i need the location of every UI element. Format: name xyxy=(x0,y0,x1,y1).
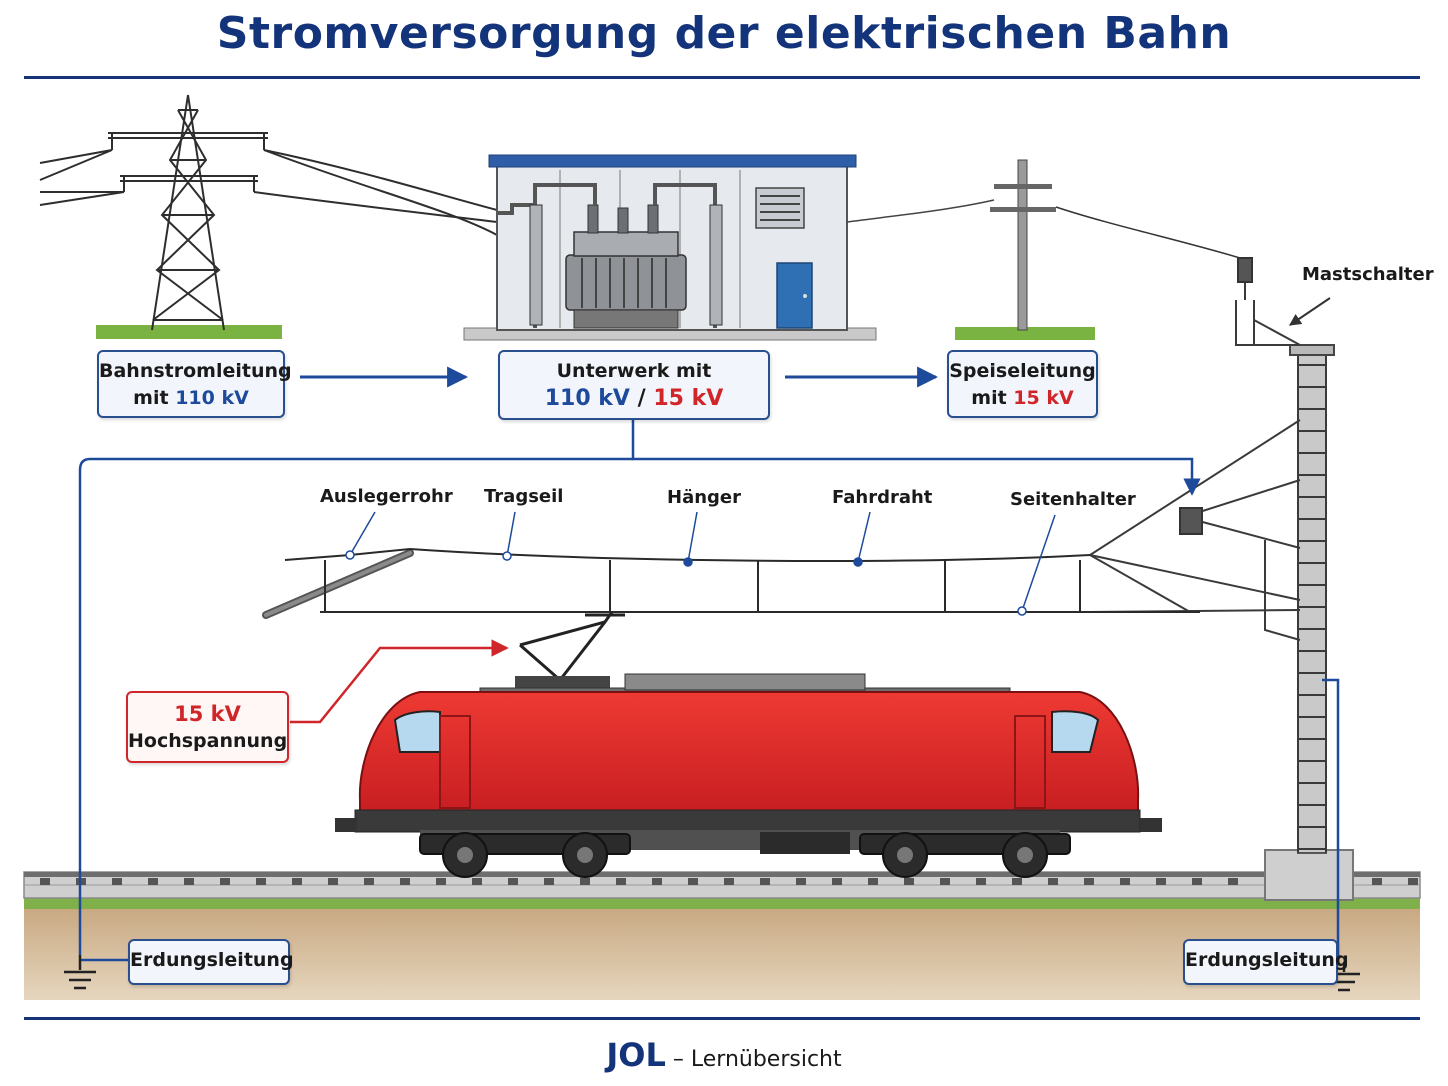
bahnstromleitung-box: Bahnstromleitung mit 110 kV xyxy=(97,350,292,418)
bahnstromleitung-title: Bahnstromleitung xyxy=(99,360,292,382)
track-sleeper xyxy=(1120,878,1130,885)
bahnstromleitung-prefix: mit xyxy=(133,387,176,409)
track-sleeper xyxy=(256,878,266,885)
overhead-line xyxy=(262,548,1200,619)
track-sleeper xyxy=(400,878,410,885)
track-sleeper xyxy=(1048,878,1058,885)
speiseleitung-voltage: mit 15 kV xyxy=(949,385,1096,412)
track-sleeper xyxy=(292,878,302,885)
track-sleeper xyxy=(976,878,986,885)
track-sleeper xyxy=(112,878,122,885)
label-tragseil: Tragseil xyxy=(484,486,564,507)
track-sleeper xyxy=(40,878,50,885)
footer-divider xyxy=(24,1017,1420,1020)
footer: JOL – Lernübersicht xyxy=(0,1036,1448,1074)
track-sleeper xyxy=(1084,878,1094,885)
track-sleeper xyxy=(472,878,482,885)
hochspannung-box: 15 kV Hochspannung xyxy=(126,691,289,763)
track-sleeper xyxy=(184,878,194,885)
unterwerk-value-b: 15 kV xyxy=(653,386,724,411)
footer-text: Lernübersicht xyxy=(690,1047,842,1072)
label-seitenhalter: Seitenhalter xyxy=(1010,489,1136,510)
track-sleeper xyxy=(328,878,338,885)
speiseleitung-prefix: mit xyxy=(971,387,1014,409)
catenary-mast xyxy=(1087,257,1354,901)
track-sleeper xyxy=(868,878,878,885)
feeder-pole xyxy=(955,159,1241,340)
page-title: Stromversorgung der elektrischen Bahn xyxy=(216,8,1232,59)
hochspannung-label: Hochspannung xyxy=(128,730,288,752)
erdungsleitung-left-box: Erdungsleitung xyxy=(128,939,294,985)
track-sleeper xyxy=(652,878,662,885)
track-sleeper xyxy=(904,878,914,885)
label-haenger: Hänger xyxy=(667,487,741,508)
speiseleitung-title: Speiseleitung xyxy=(949,360,1096,382)
track-sleeper xyxy=(724,878,734,885)
track-sleeper xyxy=(148,878,158,885)
label-auslegerrohr: Auslegerrohr xyxy=(320,486,453,507)
track-sleeper xyxy=(832,878,842,885)
label-pointers xyxy=(345,511,1056,616)
pylon xyxy=(39,94,498,339)
speiseleitung-value: 15 kV xyxy=(1013,387,1074,409)
track-sleeper xyxy=(796,878,806,885)
track-sleeper xyxy=(616,878,626,885)
track-sleeper xyxy=(688,878,698,885)
footer-dash: – xyxy=(665,1047,691,1072)
unterwerk-value-a: 110 kV xyxy=(544,386,630,411)
title-divider xyxy=(24,76,1420,79)
track-sleeper xyxy=(364,878,374,885)
track-sleeper xyxy=(1372,878,1382,885)
unterwerk-box: Unterwerk mit 110 kV / 15 kV xyxy=(498,350,770,420)
label-fahrdraht: Fahrdraht xyxy=(832,487,933,508)
ground-symbol-left xyxy=(64,955,96,990)
track-sleeper xyxy=(1012,878,1022,885)
label-mastschalter: Mastschalter xyxy=(1302,264,1434,285)
track-sleeper xyxy=(508,878,518,885)
hochspannung-value: 15 kV xyxy=(174,702,241,726)
track-sleeper xyxy=(544,878,554,885)
footer-brand: JOL xyxy=(606,1036,666,1074)
track-sleeper xyxy=(220,878,230,885)
unterwerk-title: Unterwerk mit xyxy=(556,360,712,382)
track-sleeper xyxy=(940,878,950,885)
bahnstromleitung-voltage: mit 110 kV xyxy=(99,385,283,412)
substation-building xyxy=(463,154,995,341)
locomotive xyxy=(335,611,1162,878)
bahnstromleitung-value: 110 kV xyxy=(175,387,249,409)
track-sleeper xyxy=(1156,878,1166,885)
track-sleeper xyxy=(1228,878,1238,885)
railway-track xyxy=(23,871,1421,899)
track-sleeper xyxy=(760,878,770,885)
erdungsleitung-right-box: Erdungsleitung xyxy=(1183,939,1349,985)
track-sleeper xyxy=(1192,878,1202,885)
speiseleitung-box: Speiseleitung mit 15 kV xyxy=(947,350,1098,418)
track-sleeper xyxy=(580,878,590,885)
unterwerk-separator: / xyxy=(629,386,654,411)
unterwerk-voltage: 110 kV / 15 kV xyxy=(500,385,768,412)
track-sleeper xyxy=(436,878,446,885)
track-sleeper xyxy=(1408,878,1418,885)
connection-lines xyxy=(78,297,1340,965)
